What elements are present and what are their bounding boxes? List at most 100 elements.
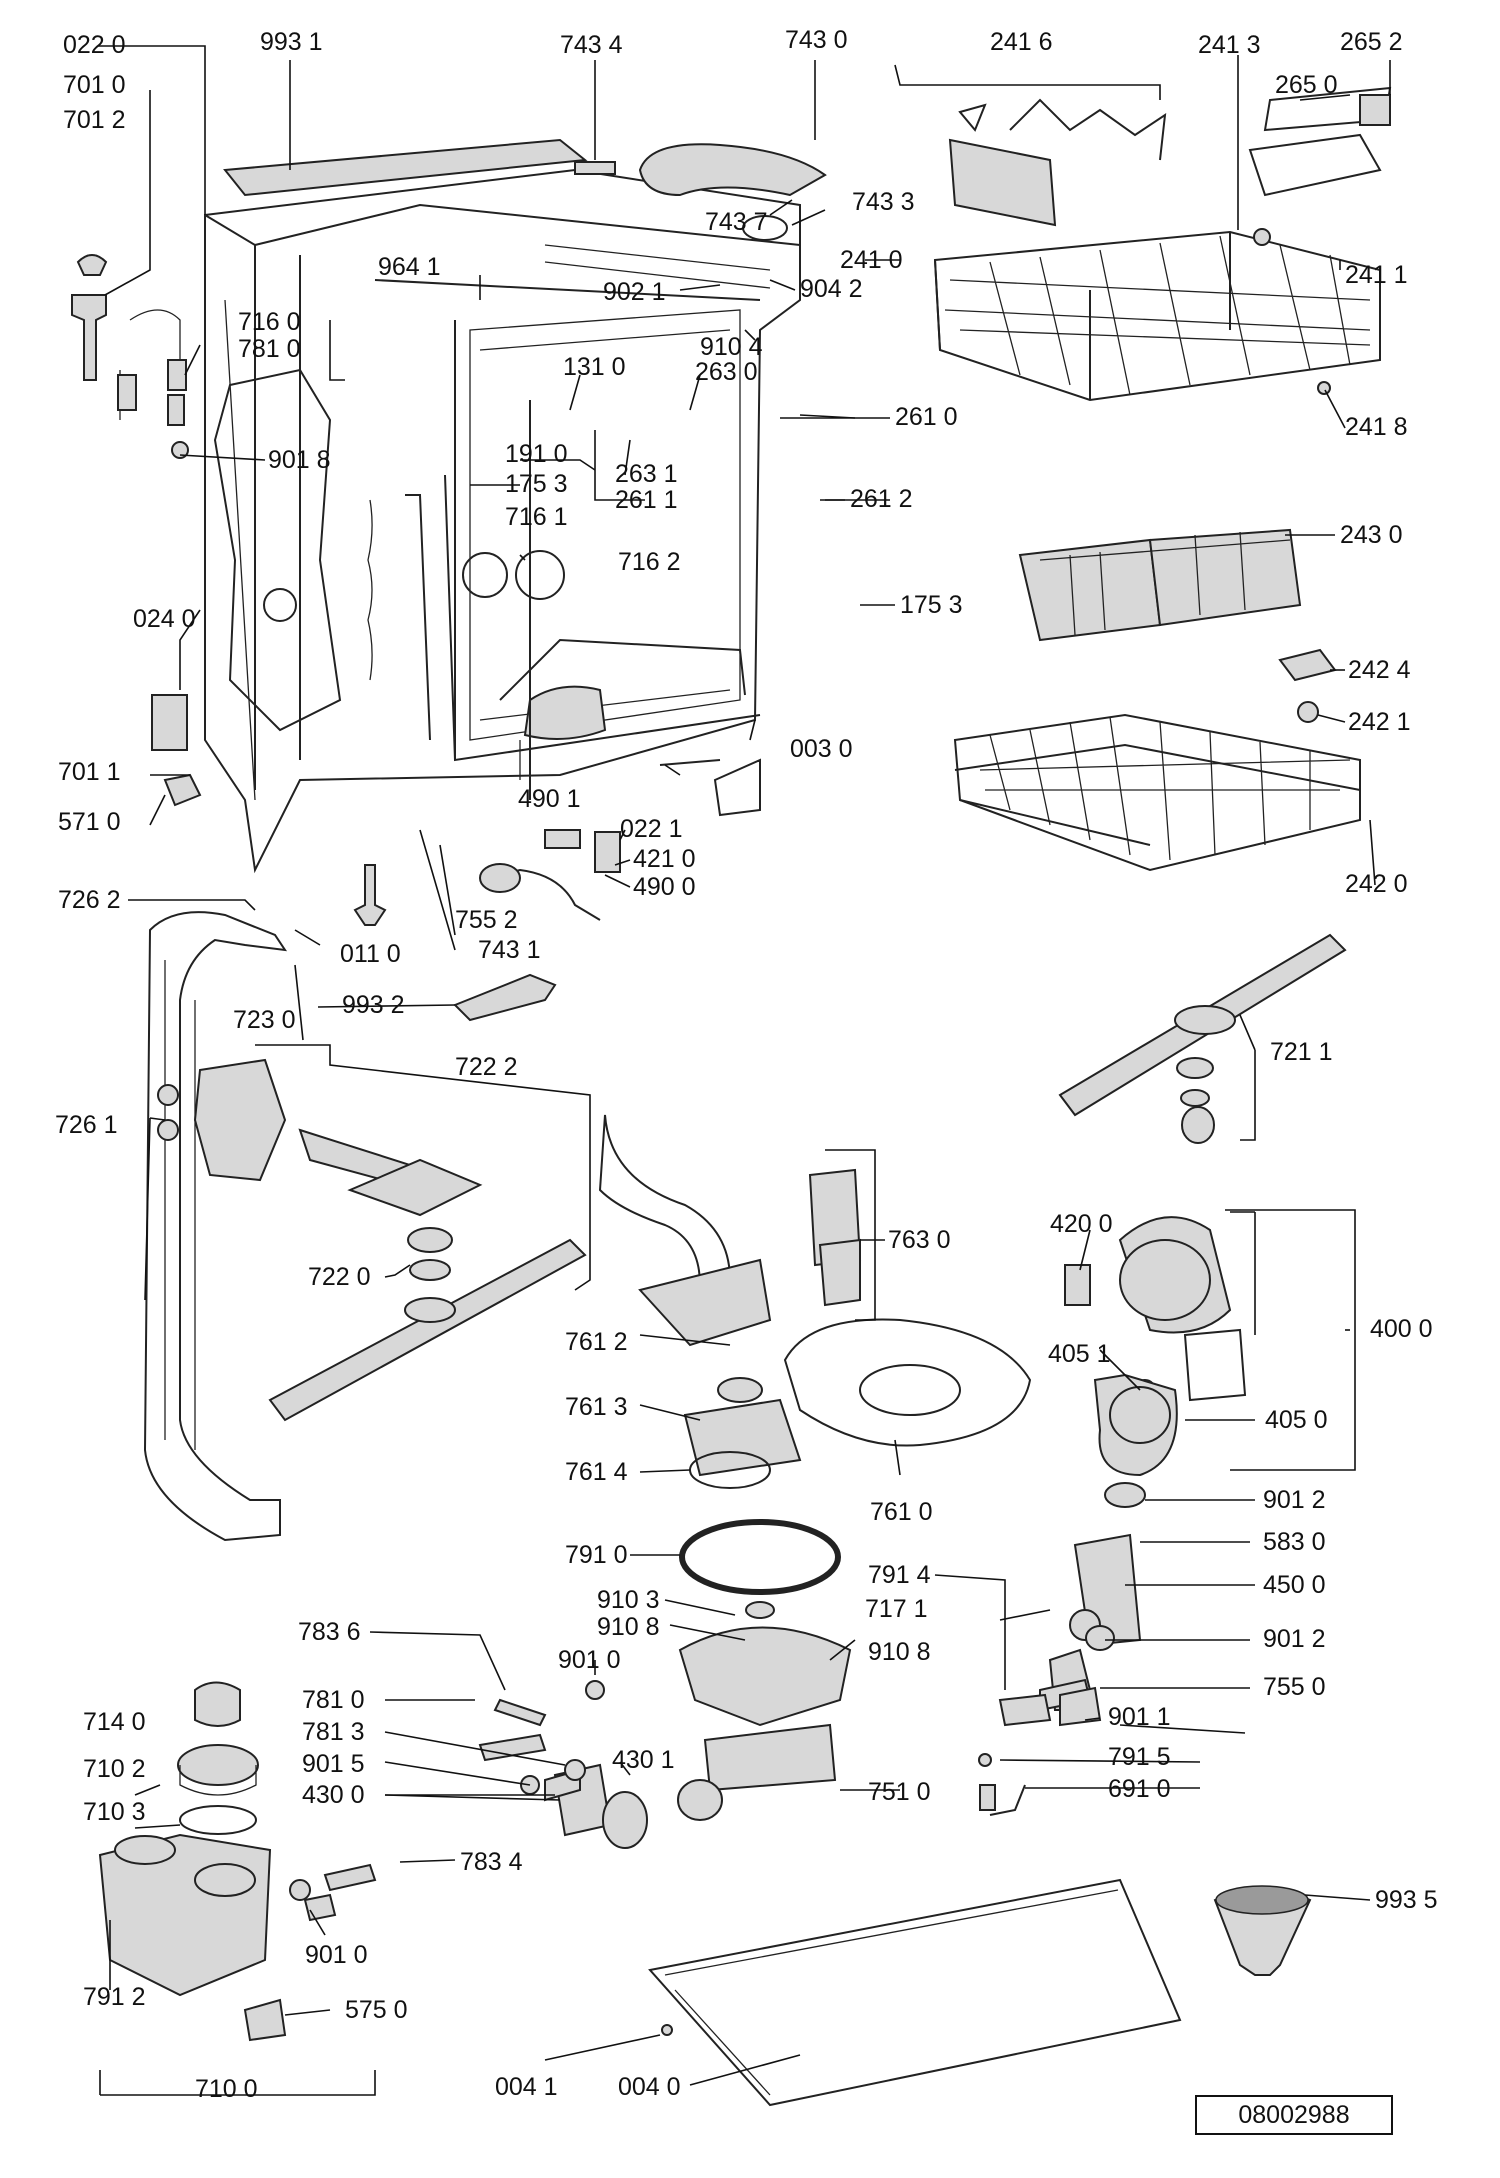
part-label: 261 0 <box>895 403 958 431</box>
part-label: 265 2 <box>1340 28 1403 56</box>
part-label: 242 4 <box>1348 656 1411 684</box>
part-label: 420 0 <box>1050 1210 1113 1238</box>
part-label: 575 0 <box>345 1996 408 2024</box>
part-label: 242 1 <box>1348 708 1411 736</box>
part-label: 901 8 <box>268 446 331 474</box>
part-label: 791 5 <box>1108 1743 1171 1771</box>
leader-lines <box>98 45 1391 2096</box>
part-label: 901 2 <box>1263 1625 1326 1653</box>
part-label: 761 4 <box>565 1458 628 1486</box>
part-label: 743 3 <box>852 188 915 216</box>
part-label: 004 1 <box>495 2073 558 2101</box>
part-label: 701 0 <box>63 71 126 99</box>
tub-cabinet <box>204 168 801 874</box>
part-label: 241 6 <box>990 28 1053 56</box>
part-label: 993 5 <box>1375 1886 1438 1914</box>
part-label: 904 2 <box>800 275 863 303</box>
part-label: 022 1 <box>620 815 683 843</box>
part-label: 755 2 <box>455 906 518 934</box>
top-center-parts <box>574 143 827 241</box>
top-strip-part <box>223 138 588 197</box>
part-label: 701 1 <box>58 758 121 786</box>
part-label: 261 2 <box>850 485 913 513</box>
part-label: 241 8 <box>1345 413 1408 441</box>
lower-basket <box>953 713 1361 872</box>
part-label: 571 0 <box>58 808 121 836</box>
cutlery-basket <box>1018 528 1302 642</box>
filter-sump <box>598 1114 1032 1821</box>
part-label: 490 0 <box>633 873 696 901</box>
water-duct <box>143 911 288 1542</box>
drawing-reference-number: 08002988 <box>1195 2095 1393 2135</box>
part-label: 716 1 <box>505 503 568 531</box>
part-label: 743 0 <box>785 26 848 54</box>
part-label: 710 3 <box>83 1798 146 1826</box>
part-label: 131 0 <box>563 353 626 381</box>
part-label: 993 2 <box>342 991 405 1019</box>
part-label: 743 1 <box>478 936 541 964</box>
service-wrench <box>453 973 557 1022</box>
screw-part <box>353 864 387 926</box>
part-label: 265 0 <box>1275 71 1338 99</box>
part-label: 714 0 <box>83 1708 146 1736</box>
part-label: 743 7 <box>705 208 768 236</box>
part-label: 243 0 <box>1340 521 1403 549</box>
basket-wheel <box>1297 701 1319 723</box>
part-label: 003 0 <box>790 735 853 763</box>
part-label: 901 2 <box>1263 1486 1326 1514</box>
hose-clamp <box>998 1693 1052 1727</box>
part-label: 783 4 <box>460 1848 523 1876</box>
part-label: 400 0 <box>1370 1315 1433 1343</box>
part-label: 743 4 <box>560 31 623 59</box>
basket-clip <box>1278 648 1337 682</box>
part-label: 751 0 <box>868 1778 931 1806</box>
part-label: 691 0 <box>1108 1775 1171 1803</box>
part-label: 781 0 <box>302 1686 365 1714</box>
part-label: 490 1 <box>518 785 581 813</box>
circulation-pump <box>1039 1216 1247 1712</box>
part-label: 022 0 <box>63 31 126 59</box>
part-label: 263 0 <box>695 358 758 386</box>
part-label: 993 1 <box>260 28 323 56</box>
part-label: 781 3 <box>302 1718 365 1746</box>
base-plate <box>648 1878 1182 2107</box>
part-label: 723 0 <box>233 1006 296 1034</box>
electrical-parts <box>479 829 621 921</box>
lower-spray-arm <box>193 1058 587 1422</box>
part-label: 722 0 <box>308 1263 371 1291</box>
upper-spray-arm <box>1058 933 1347 1144</box>
part-label: 175 3 <box>900 591 963 619</box>
part-label: 421 0 <box>633 845 696 873</box>
part-label: 011 0 <box>340 940 401 968</box>
part-label: 710 2 <box>83 1755 146 1783</box>
part-label: 761 2 <box>565 1328 628 1356</box>
upper-basket <box>933 86 1392 402</box>
part-label: 024 0 <box>133 605 196 633</box>
part-label: 901 0 <box>558 1646 621 1674</box>
part-label: 263 1 <box>615 460 678 488</box>
part-label: 241 1 <box>1345 261 1408 289</box>
part-label: 901 0 <box>305 1941 368 1969</box>
part-label: 717 1 <box>865 1595 928 1623</box>
part-label: 241 3 <box>1198 31 1261 59</box>
part-label: 701 2 <box>63 106 126 134</box>
part-label: 910 3 <box>597 1586 660 1614</box>
part-label: 191 0 <box>505 440 568 468</box>
part-label: 964 1 <box>378 253 441 281</box>
part-label: 261 1 <box>615 486 678 514</box>
left-hardware <box>71 254 202 807</box>
part-label: 405 1 <box>1048 1340 1111 1368</box>
part-label: 004 0 <box>618 2073 681 2101</box>
part-label: 175 3 <box>505 470 568 498</box>
part-label: 791 2 <box>83 1983 146 2011</box>
part-label: 726 2 <box>58 886 121 914</box>
part-label: 430 0 <box>302 1781 365 1809</box>
part-label: 405 0 <box>1265 1406 1328 1434</box>
part-label: 755 0 <box>1263 1673 1326 1701</box>
part-label: 716 2 <box>618 548 681 576</box>
part-label: 791 0 <box>565 1541 628 1569</box>
part-label: 791 4 <box>868 1561 931 1589</box>
part-label: 710 0 <box>195 2075 258 2103</box>
drain-pump <box>544 1763 648 1849</box>
